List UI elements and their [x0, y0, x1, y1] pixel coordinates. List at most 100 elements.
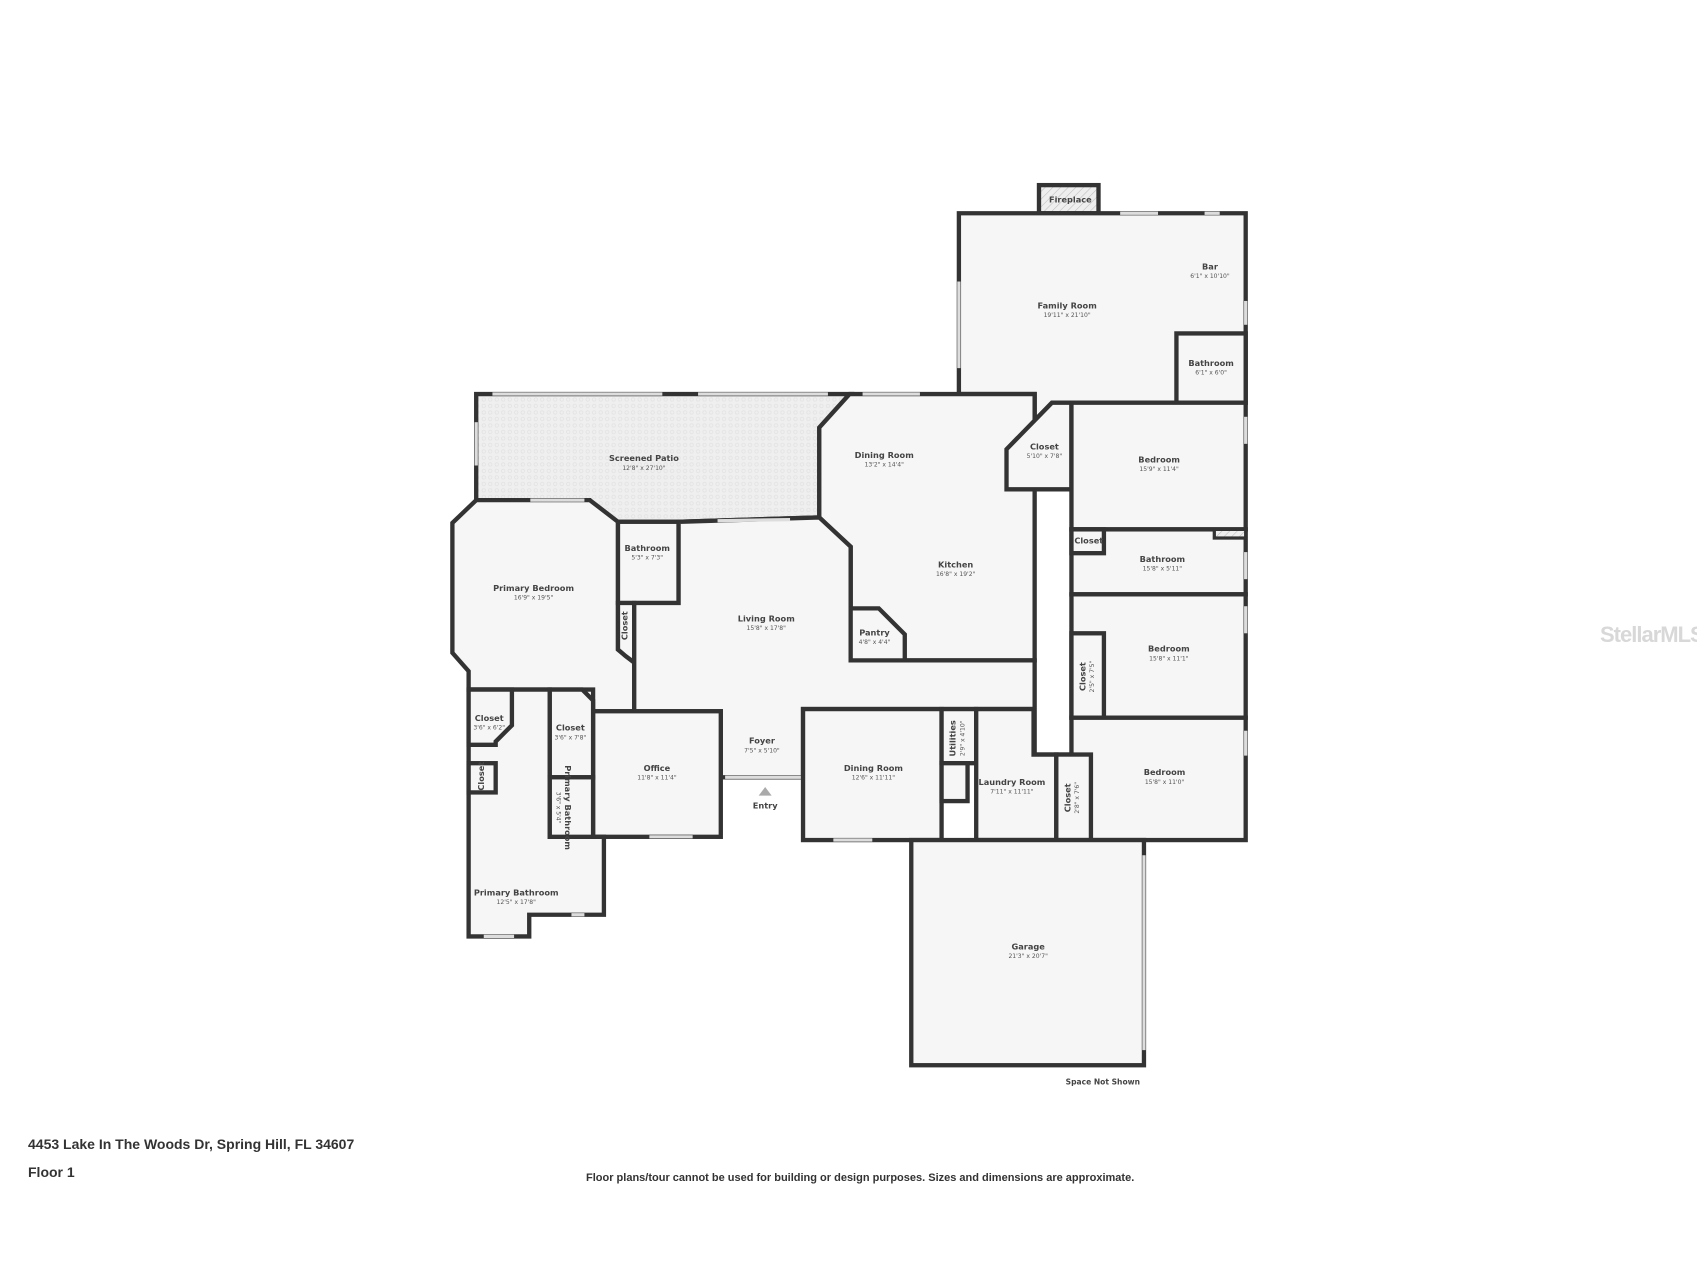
- room-dimensions: 11'8" x 11'4": [637, 774, 677, 781]
- room-name: Foyer: [749, 736, 776, 746]
- room-name: Bathroom: [624, 543, 670, 553]
- room-label: Dining Room 13'2" x 14'4": [855, 450, 914, 469]
- floor-label: Floor 1: [28, 1164, 75, 1180]
- room-name: Primary Bathroom: [474, 887, 559, 897]
- room-dimensions: 7'5" x 5'10": [744, 747, 780, 754]
- room-dimensions: 2'8" x 7'6": [1074, 782, 1081, 814]
- room-name: Bathroom: [1140, 554, 1186, 564]
- room-label: Closet 3'6" x 6'2": [473, 713, 505, 732]
- room-name: Screened Patio: [609, 453, 679, 463]
- room-name: Primary Bathroom: [563, 765, 573, 850]
- garage: [909, 837, 1147, 1068]
- room-name: Closet: [1062, 783, 1072, 812]
- room-dimensions: 15'8" x 5'11": [1143, 566, 1183, 573]
- room-label: Bathroom 5'3" x 7'3": [624, 543, 670, 562]
- room-dimensions: 15'8" x 11'1": [1149, 655, 1189, 662]
- room-label: Bedroom 15'9" x 11'4": [1138, 454, 1180, 473]
- room-name: Laundry Room: [979, 777, 1046, 787]
- bedroom-3: [1069, 715, 1248, 843]
- room-dimensions: 3'6" x 5'4": [554, 792, 561, 824]
- room-label: Fireplace: [1049, 194, 1092, 204]
- room-name: Closet: [1074, 535, 1103, 545]
- windows: [474, 211, 1248, 1051]
- room-name: Kitchen: [938, 559, 973, 569]
- closet-1: [466, 687, 515, 747]
- closet-small: [1069, 527, 1107, 556]
- room-label: Bedroom 15'8" x 11'0": [1144, 767, 1186, 786]
- room-dimensions: 12'6" x 11'11": [852, 774, 895, 781]
- fixture: [1212, 527, 1248, 540]
- laundry: [974, 706, 1059, 843]
- room-name: Pantry: [859, 627, 890, 637]
- closet-laundry: [939, 761, 970, 804]
- room-name: Bedroom: [1144, 767, 1186, 777]
- closet-bed2: [1069, 631, 1107, 720]
- room-name: Utilities: [948, 720, 958, 756]
- room-name: Closet: [475, 713, 504, 723]
- room-label: Closet: [476, 762, 486, 791]
- disclaimer: Floor plans/tour cannot be used for buil…: [586, 1172, 1135, 1184]
- room-dimensions: 5'10" x 7'8": [1027, 453, 1063, 460]
- room-dimensions: 16'9" x 19'5": [514, 595, 554, 602]
- room-name: Bathroom: [1188, 358, 1234, 368]
- room-dimensions: 5'3" x 7'3": [631, 555, 663, 562]
- room-name: Bar: [1202, 262, 1219, 272]
- room-dimensions: 15'8" x 11'0": [1145, 779, 1185, 786]
- room-name: Garage: [1011, 941, 1045, 951]
- room-label: Laundry Room 7'11" x 11'11": [979, 777, 1046, 796]
- bathroom-mid: [615, 519, 681, 606]
- room-dimensions: 15'8" x 17'8": [747, 625, 787, 632]
- room-label: Primary Bathroom 12'5" x 17'8": [474, 887, 559, 906]
- room-label: Closet 5'10" x 7'8": [1027, 441, 1063, 460]
- room-name: Office: [644, 763, 671, 773]
- rooms: [450, 182, 1248, 1068]
- primary-bath-small: [547, 775, 596, 839]
- room-name: Family Room: [1037, 301, 1096, 311]
- closet-2: [466, 761, 498, 795]
- room-name: Bedroom: [1148, 644, 1190, 654]
- room-dimensions: 12'5" x 17'8": [497, 899, 537, 906]
- room-label: Entry: [753, 801, 778, 811]
- room-dimensions: 13'2" x 14'4": [865, 462, 905, 469]
- room-name: Dining Room: [855, 450, 914, 460]
- room-name: Bedroom: [1138, 454, 1180, 464]
- room-dimensions: 2'9" x 4'10": [959, 720, 966, 756]
- closet-vertical: [615, 600, 637, 667]
- property-address: 4453 Lake In The Woods Dr, Spring Hill, …: [28, 1136, 355, 1152]
- room-name: Dining Room: [844, 763, 903, 773]
- closet-3: [547, 687, 596, 780]
- entry-arrow-icon: [758, 787, 772, 796]
- room-name: Closet: [1030, 441, 1059, 451]
- room-dimensions: 15'9" x 11'4": [1139, 466, 1179, 473]
- room-dimensions: 2'5" x 7'5": [1089, 661, 1096, 693]
- watermark-logo: StellarMLS: [1600, 622, 1697, 647]
- room-label: Closet: [620, 611, 630, 640]
- room-dimensions: 3'6" x 7'8": [555, 734, 587, 741]
- bath-bar: [1174, 331, 1248, 405]
- room-dimensions: 6'1" x 6'0": [1195, 370, 1227, 377]
- room-name: Closet: [1078, 662, 1088, 691]
- pantry: [848, 606, 907, 663]
- room-name: Closet: [620, 611, 630, 640]
- closet-angled: [1004, 400, 1074, 492]
- room-dimensions: 3'6" x 6'2": [473, 725, 505, 732]
- room-name: Entry: [753, 801, 778, 811]
- room-name: Closet: [556, 723, 585, 733]
- room-dimensions: 7'11" x 11'11": [990, 789, 1033, 796]
